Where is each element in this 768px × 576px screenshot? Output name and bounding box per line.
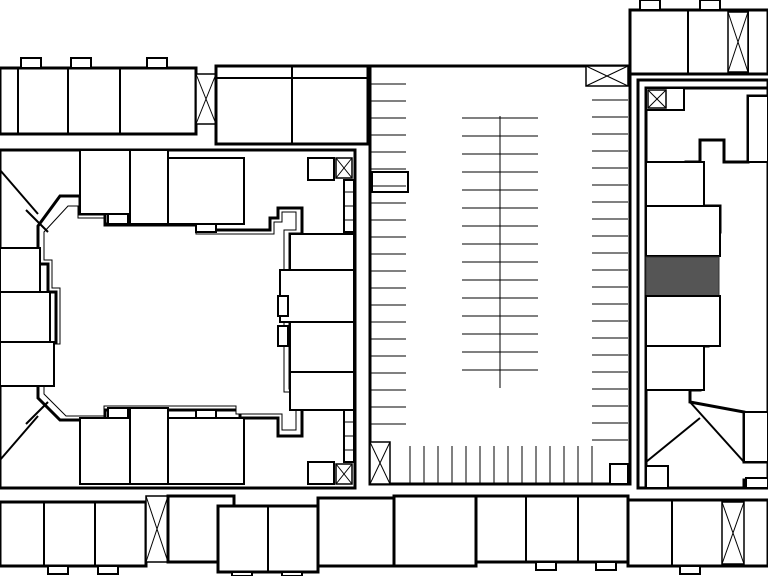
north-wing [0,57,370,146]
balcony [679,565,701,575]
apartment-unit [129,149,169,225]
stair-cross [721,501,745,565]
balcony [639,0,661,11]
apartment-unit [747,95,768,163]
garage-booth [609,463,629,485]
apartment-unit [279,269,355,323]
balcony [277,325,289,347]
garage-ramp [371,171,409,193]
apartment-unit [645,205,721,257]
closet [745,477,768,489]
stair-cross [369,441,391,485]
apartment-unit [645,295,721,347]
stair-cross [727,11,749,73]
apartment-unit [0,247,41,293]
stair-cross [647,89,667,109]
balcony [277,295,289,317]
apartment-unit [645,161,705,207]
apartment-unit [79,417,131,485]
south-wing [0,494,768,576]
balcony [107,407,129,419]
balcony [97,565,119,575]
utility-room [645,465,669,489]
apartment-unit [645,345,705,391]
apartment-unit [0,341,55,387]
south-block-1 [0,500,148,568]
apartment-unit [167,157,245,225]
west-courtyard-building [0,148,357,490]
east-wing-unit-highlighted[interactable] [645,256,720,297]
corner-wall [0,415,39,461]
parking-stalls-center [462,116,538,388]
stair-cross [335,157,353,179]
corner-wall [689,401,745,463]
balcony [535,561,557,571]
apartment-unit [289,321,355,373]
utility-room [307,461,335,485]
south-block-5 [392,494,478,568]
apartment-unit [0,291,51,343]
east-wing [636,78,768,490]
balcony [20,57,42,69]
apartment-unit [743,411,768,463]
north-block-west [0,66,198,136]
courtyard-open-space [43,205,297,431]
utility-room [307,157,335,181]
balcony [195,409,217,419]
corner-wall [25,401,49,425]
apartment-unit [129,407,169,485]
parking-stalls-west [370,83,406,425]
stair-cross [195,73,217,125]
apartment-unit [79,149,131,215]
parking-garage [368,64,632,486]
balcony [70,57,92,69]
stair-cross [335,463,353,485]
apartment-unit [289,233,355,271]
corner-wall [0,169,39,215]
balcony [146,57,168,69]
corner-wall [25,209,49,233]
balcony [47,565,69,575]
balcony [595,561,617,571]
balcony [281,571,303,576]
parking-stalls-east [592,99,628,441]
south-block-4 [316,496,396,568]
corner-wall [645,417,701,463]
south-block-6 [474,494,630,564]
balcony [231,571,253,576]
apartment-unit [289,371,355,411]
balcony [699,0,721,11]
stair-cross [145,495,169,563]
parking-stalls-south [409,446,593,484]
south-block-7 [626,498,768,568]
balcony [195,223,217,233]
balcony [107,213,129,225]
apartment-unit [167,417,245,485]
north-east-wing [628,0,768,76]
stair-cross [585,65,629,87]
